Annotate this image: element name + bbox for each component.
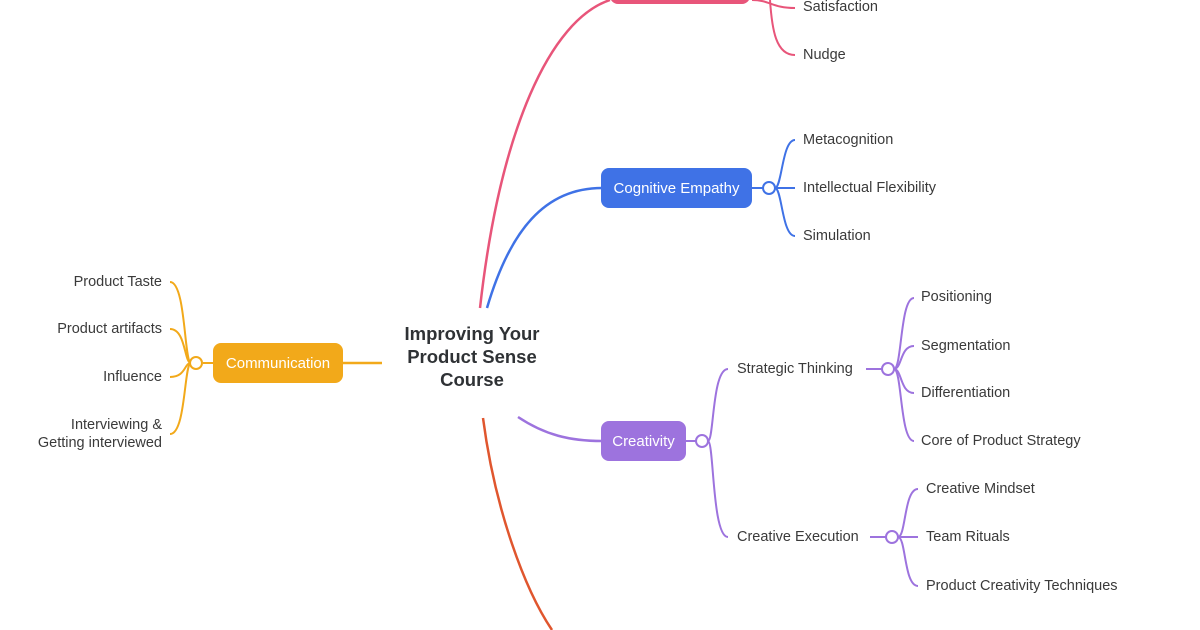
leaf-positioning[interactable]: Positioning (921, 289, 992, 305)
central-topic-line-3: Course (440, 369, 504, 390)
leaf-creative-mindset[interactable]: Creative Mindset (926, 481, 1035, 497)
leaf-team-rituals[interactable]: Team Rituals (926, 529, 1010, 545)
leaf-metacognition[interactable]: Metacognition (803, 132, 894, 148)
leaf-product-artifacts[interactable]: Product artifacts (57, 321, 162, 337)
connector-central-to-creativity (517, 415, 603, 443)
connector-to-core-of-product-strategy (893, 368, 915, 442)
connector-central-to-bottom-branch (481, 417, 554, 630)
subtopic-creative-execution[interactable]: Creative Execution (737, 529, 859, 545)
node-communication[interactable]: Communication (213, 343, 343, 383)
connector-to-simulation (774, 187, 796, 237)
leaf-differentiation[interactable]: Differentiation (921, 385, 1011, 401)
central-topic[interactable]: Improving Your Product Sense Course (380, 322, 564, 391)
connector-to-creative-mindset (897, 488, 919, 538)
leaf-product-taste[interactable]: Product Taste (73, 274, 162, 290)
connector-to-product-artifacts (169, 328, 192, 364)
connector-to-creative-execution (707, 440, 729, 538)
node-creativity[interactable]: Creativity (601, 421, 686, 461)
collapse-toggle-cognitive-empathy[interactable] (762, 181, 776, 195)
leaf-core-of-product-strategy[interactable]: Core of Product Strategy (921, 433, 1081, 449)
collapse-toggle-communication[interactable] (189, 356, 203, 370)
leaf-product-creativity-techniques[interactable]: Product Creativity Techniques (926, 578, 1118, 594)
central-topic-line-1: Improving Your (404, 323, 540, 344)
collapse-toggle-creativity[interactable] (695, 434, 709, 448)
connector-central-to-cognitive-empathy (485, 186, 603, 309)
connector-to-metacognition (774, 139, 796, 189)
leaf-nudge[interactable]: Nudge (803, 47, 846, 63)
top-branch-node-partial[interactable] (610, 0, 750, 4)
connector-to-positioning (893, 297, 915, 370)
leaf-simulation[interactable]: Simulation (803, 228, 871, 244)
leaf-influence[interactable]: Influence (103, 369, 162, 385)
central-topic-line-2: Product Sense (407, 346, 537, 367)
connector-top-branch-to-satisfaction (751, 0, 796, 9)
node-cognitive-empathy[interactable]: Cognitive Empathy (601, 168, 752, 208)
connector-top-branch-to-nudge (769, 0, 796, 56)
connector-central-to-top-branch (478, 0, 611, 309)
leaf-segmentation[interactable]: Segmentation (921, 338, 1011, 354)
leaf-satisfaction[interactable]: Satisfaction (803, 0, 878, 15)
connector-to-product-creativity-techniques (897, 536, 919, 587)
collapse-toggle-strategic-thinking[interactable] (881, 362, 895, 376)
leaf-intellectual-flexibility[interactable]: Intellectual Flexibility (803, 180, 936, 196)
collapse-toggle-creative-execution[interactable] (885, 530, 899, 544)
connector-to-product-taste (169, 281, 192, 364)
leaf-interviewing-getting-interviewed[interactable]: Interviewing & Getting interviewed (37, 417, 162, 451)
subtopic-strategic-thinking[interactable]: Strategic Thinking (737, 361, 853, 377)
connector-to-strategic-thinking (707, 368, 729, 442)
